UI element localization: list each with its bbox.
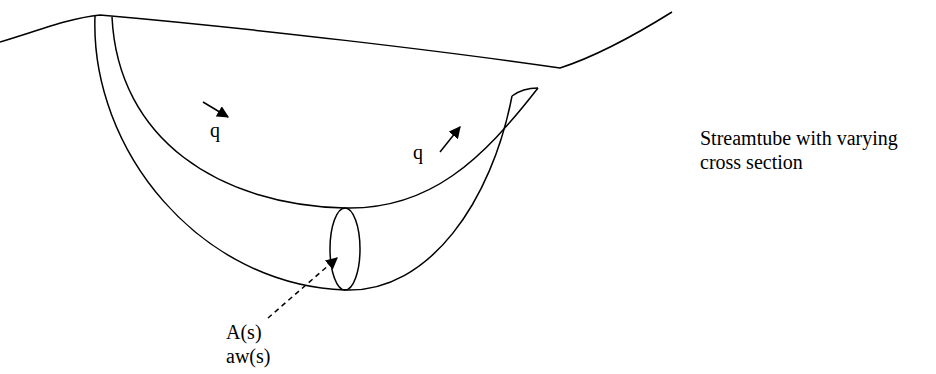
figure-note: Streamtube with varying cross section <box>700 126 930 174</box>
tube-end-cap <box>512 88 538 96</box>
flow-arrow <box>440 127 460 152</box>
ground-surface <box>0 12 672 68</box>
tube-lower-wall <box>95 16 512 290</box>
tube-upper-wall <box>112 17 538 208</box>
flow-label: q <box>210 118 220 142</box>
area-label: A(s) <box>226 320 262 344</box>
flow-arrow <box>203 102 228 117</box>
leader-arrow <box>268 258 337 318</box>
area-label: aw(s) <box>226 344 270 368</box>
cross-section <box>330 208 360 290</box>
flow-label: q <box>413 140 423 164</box>
